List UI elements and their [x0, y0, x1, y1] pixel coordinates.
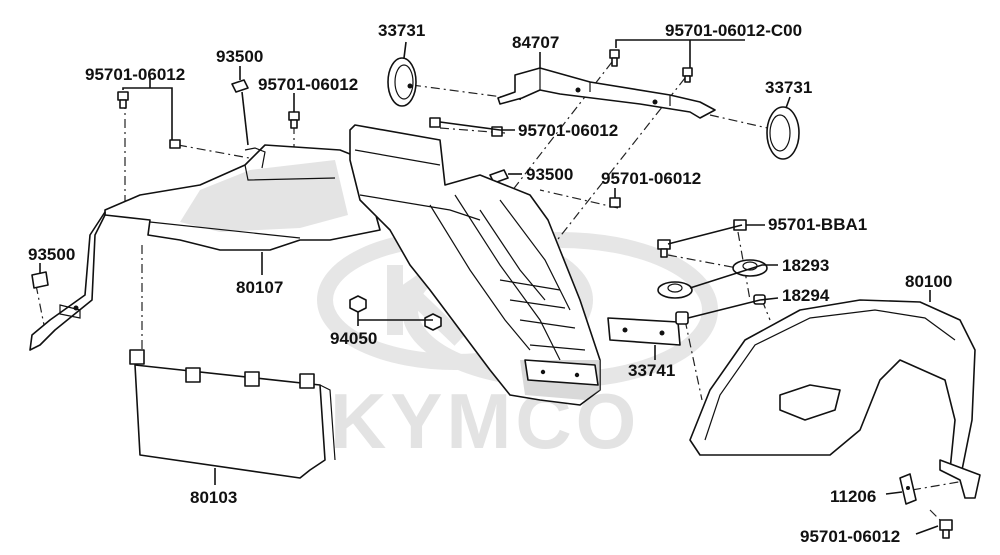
label-80103: 80103 — [190, 488, 237, 507]
label-95701-06012: 95701-06012 — [800, 527, 900, 546]
bracket-84707 — [497, 67, 716, 119]
label-84707: 84707 — [512, 33, 559, 52]
mud-flap-80103 — [129, 349, 336, 479]
part-labels: 33731 84707 95701-06012-C00 93500 95701-… — [28, 21, 952, 546]
cap-33731-left — [387, 57, 417, 107]
label-95701-06012: 95701-06012 — [601, 169, 701, 188]
cap-33731-right — [766, 106, 800, 160]
label-95701-06012-c00: 95701-06012-C00 — [665, 21, 802, 40]
leader-lines — [39, 39, 939, 535]
label-33731: 33731 — [765, 78, 812, 97]
plate-33741 — [607, 317, 681, 346]
clip-11206 — [899, 473, 917, 505]
label-33741: 33741 — [628, 361, 675, 380]
fasteners — [31, 79, 621, 331]
bolts-95701-06012-c00 — [609, 49, 693, 83]
label-95701-06012: 95701-06012 — [518, 121, 618, 140]
rear-fender-80100 — [689, 299, 981, 499]
label-18294: 18294 — [782, 286, 830, 305]
label-95701-06012: 95701-06012 — [85, 65, 185, 84]
label-11206: 11206 — [830, 487, 876, 506]
label-93500: 93500 — [216, 47, 263, 66]
label-80107: 80107 — [236, 278, 283, 297]
label-93500: 93500 — [526, 165, 573, 184]
label-93500: 93500 — [28, 245, 75, 264]
label-94050: 94050 — [330, 329, 377, 348]
label-95701-06012: 95701-06012 — [258, 75, 358, 94]
label-95701-bba1: 95701-BBA1 — [768, 215, 867, 234]
label-33731: 33731 — [378, 21, 425, 40]
bolt-bottom — [939, 519, 953, 539]
label-80100: 80100 — [905, 272, 952, 291]
rear-fender-frame — [349, 124, 601, 406]
inner-fender-80107 — [29, 144, 381, 351]
label-18293: 18293 — [782, 256, 829, 275]
